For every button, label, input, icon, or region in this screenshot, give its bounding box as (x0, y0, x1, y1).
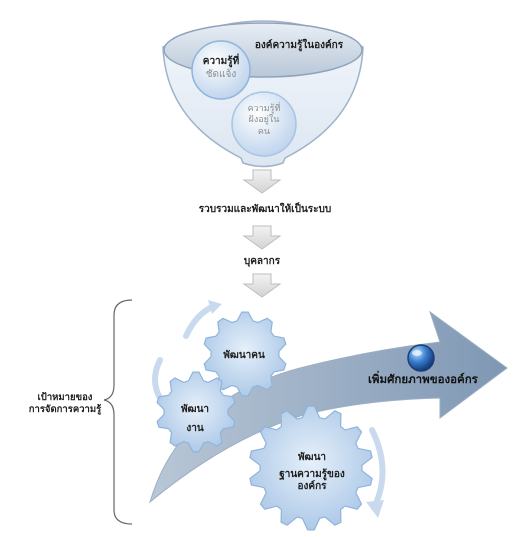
rotation-arrow-top (183, 303, 217, 339)
gear-people-label: พัฒนาคน (223, 350, 265, 361)
gear-work-line-2: งาน (186, 422, 204, 434)
explicit-knowledge-label: ความรู้ที่ ชัดแจ้ง (194, 56, 248, 81)
goals-label-line-1: เป้าหมายของ (37, 392, 93, 403)
gear-people-body (203, 311, 287, 397)
gear-work-line-1: พัฒนา (180, 404, 210, 415)
gear-work-label: พัฒนา งาน (170, 404, 220, 435)
goals-label-line-2: การจัดการความรู้ (28, 403, 102, 415)
tacit-knowledge-line-3: คน (257, 126, 271, 137)
outcome-arrow-label: เพิ่มศักยภาพของอค์กร (368, 372, 478, 386)
tacit-knowledge-line-2: ฝังอยู่ใน (248, 115, 280, 126)
collect-step-label: รวบรวมและพัฒนาให้เป็นระบบ (198, 204, 332, 215)
tacit-knowledge-label: ความรู้ที่ ฝังอยู่ใน คน (236, 104, 292, 138)
gear-base-line-3: องค์กร (297, 481, 327, 492)
gear-develop-work (156, 371, 236, 453)
gear-base-label: พัฒนา ฐานความรู้ของ องค์กร (270, 452, 354, 494)
tacit-knowledge-circle (231, 91, 297, 157)
explicit-knowledge-line-1: ความรู้ที่ (202, 56, 240, 67)
gear-work-body (156, 371, 236, 453)
gear-develop-people (203, 311, 287, 397)
goals-bracket (103, 299, 133, 525)
funnel-title: องค์ความรู้ในองค์กร (254, 40, 344, 51)
down-arrow-2 (242, 225, 282, 250)
explicit-knowledge-circle (191, 40, 251, 100)
personnel-label: บุคลากร (243, 256, 281, 267)
globe-icon (407, 344, 435, 372)
tacit-knowledge-line-1: ความรู้ที่ (247, 104, 281, 114)
down-arrow-1 (242, 169, 282, 194)
gear-base-line-1: พัฒนา (297, 452, 327, 463)
gear-base-line-2: ฐานความรู้ของ (279, 468, 345, 480)
goals-label: เป้าหมายของ การจัดการความรู้ (20, 392, 110, 416)
gear-base-body (249, 405, 373, 531)
explicit-knowledge-line-2: ชัดแจ้ง (205, 68, 237, 80)
gear-develop-knowledge-base (249, 405, 373, 531)
rotation-arrow-left (152, 357, 163, 401)
rotation-arrow-bottom (369, 427, 386, 511)
down-arrow-3 (242, 273, 282, 298)
